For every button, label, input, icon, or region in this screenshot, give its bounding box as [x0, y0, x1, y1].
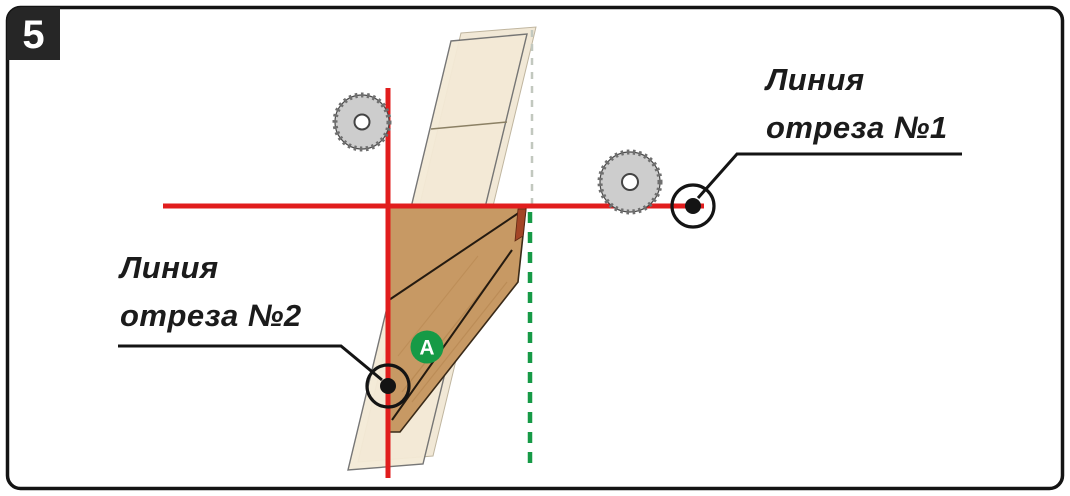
board-edge-line-1	[388, 209, 524, 301]
label-cut-line-2-row2: отреза №2	[120, 298, 302, 333]
saw-blade-icon	[332, 92, 392, 152]
step-number: 5	[22, 13, 44, 57]
callout-line-1	[696, 152, 962, 199]
wood-grain-line	[411, 281, 508, 403]
callout-ring-1	[670, 183, 716, 229]
sheet-edge-line	[430, 121, 508, 130]
step-badge	[7, 7, 60, 60]
wood-grain-line	[397, 255, 479, 357]
label-cut-line-1-row2: отреза №1	[766, 110, 948, 145]
callout-dot-1	[685, 198, 701, 214]
callout-dot-2	[380, 378, 396, 394]
board-edge-line-2	[391, 249, 513, 421]
callout-ring-2	[365, 363, 411, 409]
board-edge-shadow	[514, 208, 527, 242]
saw-blade-icon	[597, 149, 663, 215]
marker-a-badge	[410, 330, 444, 364]
page-border	[5, 5, 1065, 491]
label-cut-line-1-row1: Линия	[764, 62, 865, 97]
marker-a-letter: A	[419, 337, 434, 360]
label-cut-line-2-row1: Линия	[118, 250, 219, 285]
callout-line-2	[118, 344, 383, 382]
